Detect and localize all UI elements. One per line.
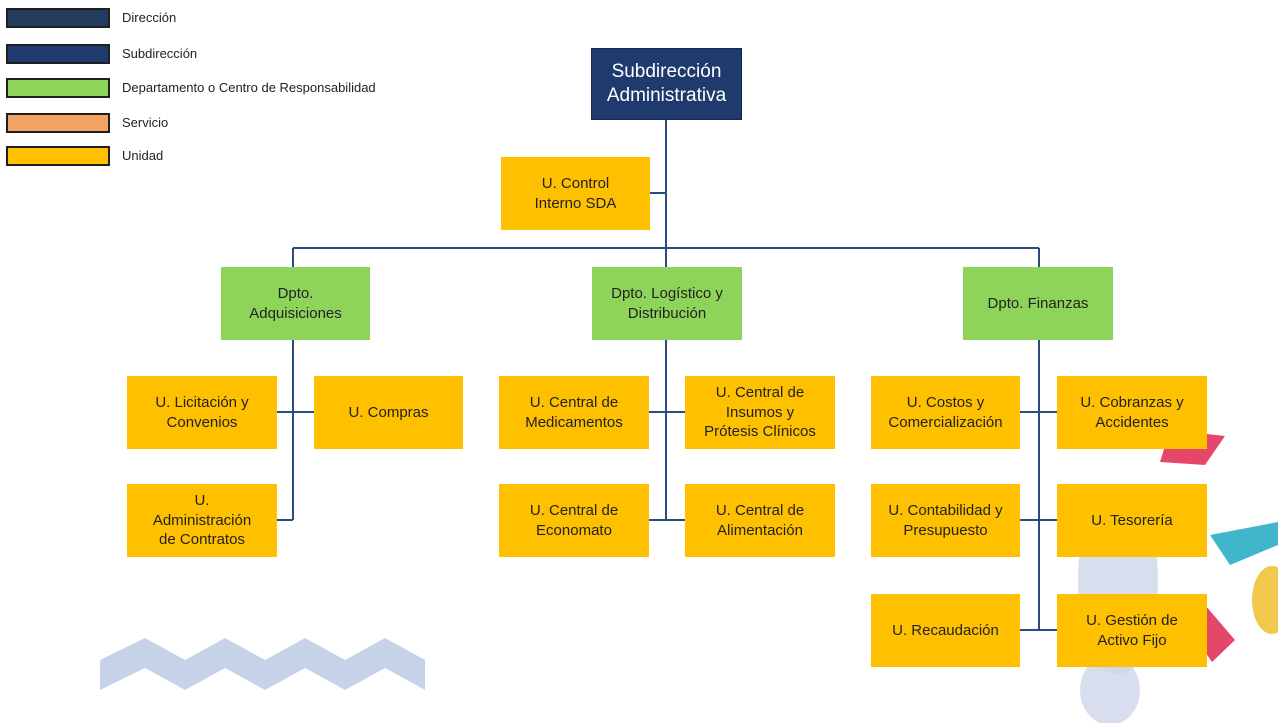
- unit-compras: U. Compras: [314, 376, 463, 449]
- legend-label-servicio: Servicio: [122, 115, 169, 130]
- decorative-teal-shape: [1210, 522, 1278, 565]
- unit-insumos-protesis: U. Central de Insumos y Prótesis Clínico…: [685, 376, 835, 449]
- legend-swatch-subdireccion: [6, 44, 110, 64]
- dept-logistico: Dpto. Logístico y Distribución: [592, 267, 742, 340]
- legend-swatch-departamento: [6, 78, 110, 98]
- unit-recaudacion: U. Recaudación: [871, 594, 1020, 667]
- unit-cobranzas: U. Cobranzas y Accidentes: [1057, 376, 1207, 449]
- dept-adquisiciones: Dpto. Adquisiciones: [221, 267, 370, 340]
- unit-alimentacion: U. Central de Alimentación: [685, 484, 835, 557]
- unit-economato: U. Central de Economato: [499, 484, 649, 557]
- unit-tesoreria: U. Tesorería: [1057, 484, 1207, 557]
- legend-swatch-unidad: [6, 146, 110, 166]
- decorative-zigzag-band: [100, 638, 425, 690]
- dept-finanzas: Dpto. Finanzas: [963, 267, 1113, 340]
- unit-medicamentos: U. Central de Medicamentos: [499, 376, 649, 449]
- unit-contabilidad: U. Contabilidad y Presupuesto: [871, 484, 1020, 557]
- unit-activo-fijo: U. Gestión de Activo Fijo: [1057, 594, 1207, 667]
- legend-label-direccion: Dirección: [122, 10, 177, 25]
- unit-administracion-contratos: U. Administración de Contratos: [127, 484, 277, 557]
- legend-label-subdireccion: Subdirección: [122, 46, 198, 61]
- decorative-yellow-shape: [1252, 566, 1278, 634]
- legend-swatch-direccion: [6, 8, 110, 28]
- unit-licitacion: U. Licitación y Convenios: [127, 376, 277, 449]
- root-node: Subdirección Administrativa: [591, 48, 742, 120]
- legend-label-departamento: Departamento o Centro de Responsabilidad: [122, 80, 376, 95]
- unit-costos: U. Costos y Comercialización: [871, 376, 1020, 449]
- decorative-lavender-shape-2: [1080, 655, 1140, 723]
- legend-label-unidad: Unidad: [122, 148, 164, 163]
- node-control-interno: U. Control Interno SDA: [501, 157, 650, 230]
- legend-swatch-servicio: [6, 113, 110, 133]
